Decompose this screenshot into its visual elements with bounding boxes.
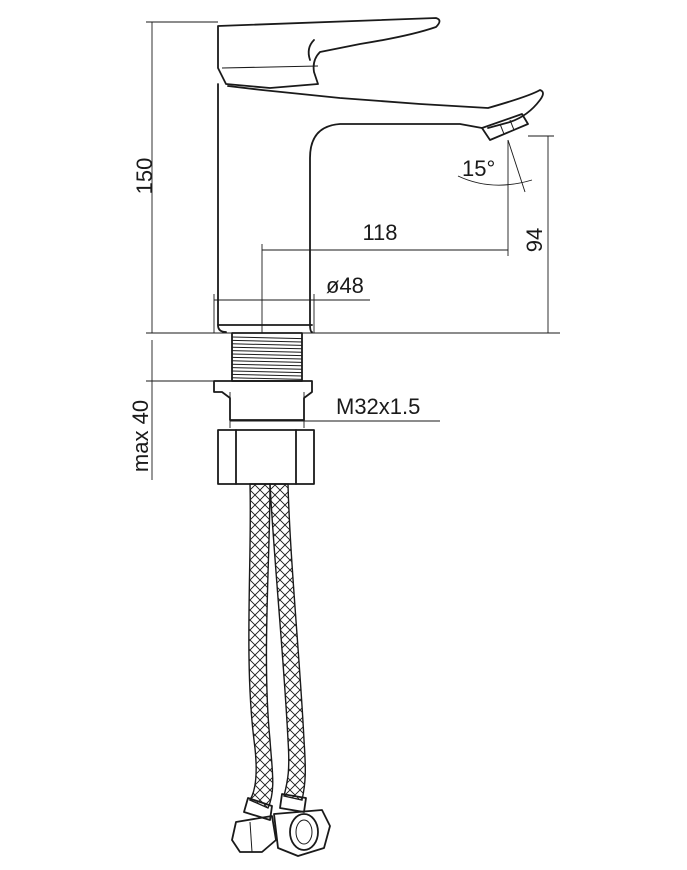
left-hex-nut [231, 815, 277, 853]
nut [217, 429, 315, 485]
dimension-lines [146, 21, 560, 480]
thread-line [231, 350, 303, 353]
hose-left [248, 483, 274, 809]
body-right-edge [309, 123, 483, 333]
left-ferrule [243, 797, 273, 821]
thread-label: M32x1.5 [336, 394, 420, 419]
thread-line [231, 367, 303, 370]
diameter-label: ø48 [326, 273, 364, 298]
max-thickness-label: max 40 [128, 400, 153, 472]
reach-label: 118 [362, 220, 397, 245]
thread-line [231, 373, 303, 377]
body-left-edge [217, 83, 227, 333]
thread-lines [231, 336, 303, 380]
hose-right [269, 483, 307, 801]
spout-height-label: 94 [522, 228, 547, 252]
spout [227, 85, 544, 129]
thread-line [231, 356, 303, 360]
thread-line [231, 339, 303, 343]
thread-line [231, 336, 303, 340]
lever-handle [217, 17, 441, 89]
fixing-nut [213, 380, 315, 485]
thread-line [231, 346, 303, 350]
faucet-body [217, 17, 544, 333]
threaded-shank [231, 332, 303, 382]
right-ferrule [279, 793, 307, 813]
thread-line [231, 343, 303, 346]
height-label: 150 [132, 158, 157, 195]
thread-line [231, 370, 303, 374]
right-hex-nut [273, 809, 331, 857]
thread-line [231, 360, 303, 363]
angle-line [507, 139, 526, 193]
lever-joint [307, 39, 315, 61]
thread-line [231, 377, 303, 380]
aerator [481, 113, 529, 141]
washer [213, 380, 313, 421]
angle-arc [457, 175, 533, 186]
thread-line [231, 363, 303, 367]
angle-label: 15° [462, 156, 495, 181]
hose-fittings [231, 793, 331, 857]
right-nut-bore [289, 813, 319, 851]
thread-line [231, 353, 303, 357]
flexible-hoses [248, 483, 307, 809]
